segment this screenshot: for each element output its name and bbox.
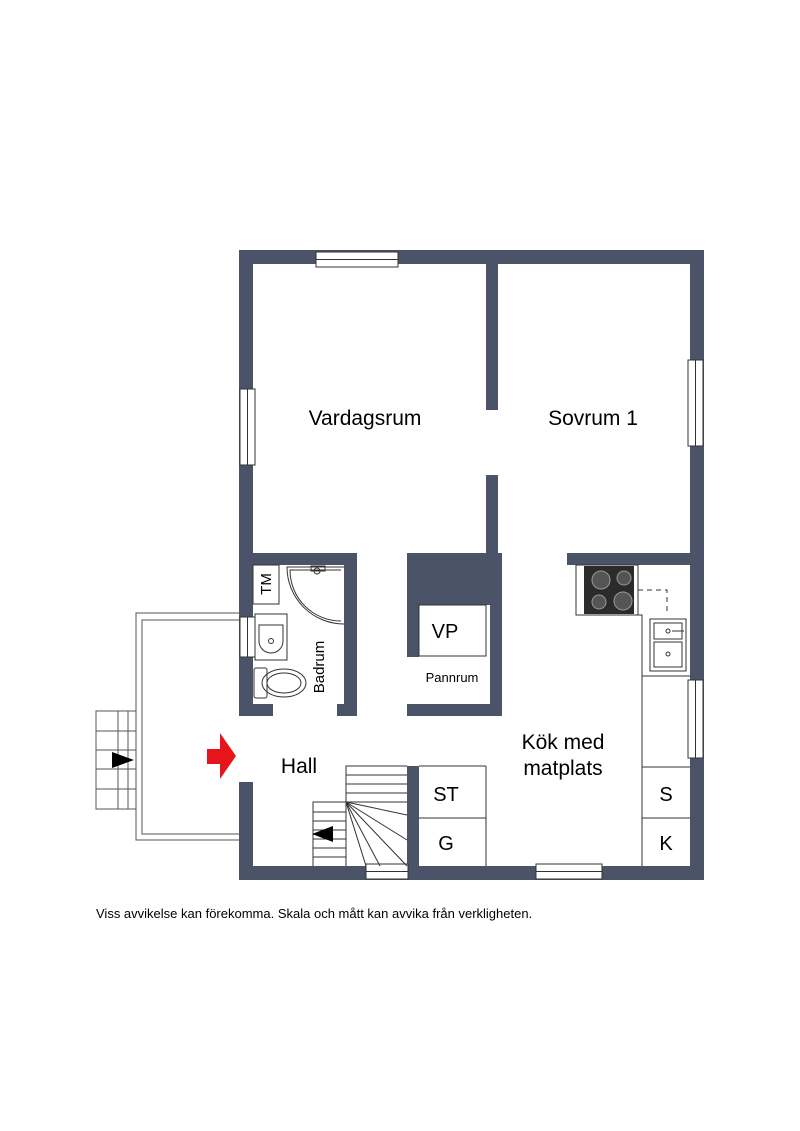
disclaimer-text: Viss avvikelse kan förekomma. Skala och … bbox=[96, 906, 533, 921]
wall-boiler-bottom bbox=[407, 704, 502, 716]
wall-boiler-left bbox=[407, 553, 419, 657]
chimney-block bbox=[407, 553, 502, 605]
tm-box bbox=[252, 564, 280, 605]
room-label-badrum: Badrum bbox=[311, 641, 328, 694]
window-bottom-stair bbox=[365, 863, 409, 880]
wall-left-upper bbox=[239, 250, 253, 716]
room-label-pannrum: Pannrum bbox=[426, 670, 479, 685]
wall-stair-right bbox=[407, 766, 419, 866]
room-label-kok-line1: Kök med bbox=[522, 731, 605, 754]
toilet-icon bbox=[253, 667, 307, 699]
wall-left-lower bbox=[239, 782, 253, 880]
vp-box bbox=[418, 604, 487, 657]
storage-cabinets bbox=[419, 765, 487, 866]
wall-divider-top bbox=[486, 264, 498, 410]
wall-right bbox=[690, 250, 704, 880]
sink-icon bbox=[649, 618, 687, 672]
window-right-kitchen bbox=[687, 679, 704, 759]
wall-bath-bottom-right bbox=[337, 704, 357, 716]
fixture-label-st: ST bbox=[433, 784, 459, 806]
stair-direction-arrow-icon bbox=[112, 752, 134, 768]
shower-icon bbox=[286, 565, 345, 625]
stair-direction-arrow-icon bbox=[312, 826, 333, 842]
fixture-label-tm: TM bbox=[258, 573, 275, 595]
wall-bath-bottom-left bbox=[253, 704, 273, 716]
fixture-label-s: S bbox=[659, 784, 672, 806]
fixture-label-vp: VP bbox=[432, 621, 459, 643]
wall-bath-right bbox=[344, 553, 357, 716]
window-right-bedroom bbox=[687, 359, 704, 447]
wall-top bbox=[239, 250, 704, 264]
windows bbox=[239, 251, 704, 880]
terrace bbox=[135, 612, 240, 841]
entrance-arrow-icon bbox=[207, 733, 236, 779]
window-left-living bbox=[239, 388, 256, 466]
room-label-kok-line2: matplats bbox=[523, 757, 602, 780]
hob-icon bbox=[584, 566, 634, 614]
room-label-vardagsrum: Vardagsrum bbox=[309, 407, 422, 430]
porch-steps bbox=[95, 710, 137, 810]
washbasin-icon bbox=[254, 613, 288, 661]
bathroom-fixtures bbox=[252, 564, 345, 699]
fixture-label-k: K bbox=[659, 833, 673, 855]
room-label-hall: Hall bbox=[281, 755, 317, 778]
window-bottom-kitchen bbox=[535, 863, 603, 880]
wall-bottom bbox=[239, 866, 704, 880]
kitchen-counters bbox=[575, 564, 690, 866]
room-label-sovrum: Sovrum 1 bbox=[548, 407, 638, 430]
window-left-bath bbox=[239, 616, 256, 658]
wall-upper-horizontal-right bbox=[567, 553, 690, 565]
wall-divider-bottom bbox=[486, 475, 498, 555]
staircase bbox=[312, 765, 408, 867]
wall-upper-horizontal-left bbox=[253, 553, 357, 565]
fixture-label-g: G bbox=[438, 833, 454, 855]
window-top bbox=[315, 251, 399, 268]
wall-boiler-right bbox=[490, 553, 502, 716]
